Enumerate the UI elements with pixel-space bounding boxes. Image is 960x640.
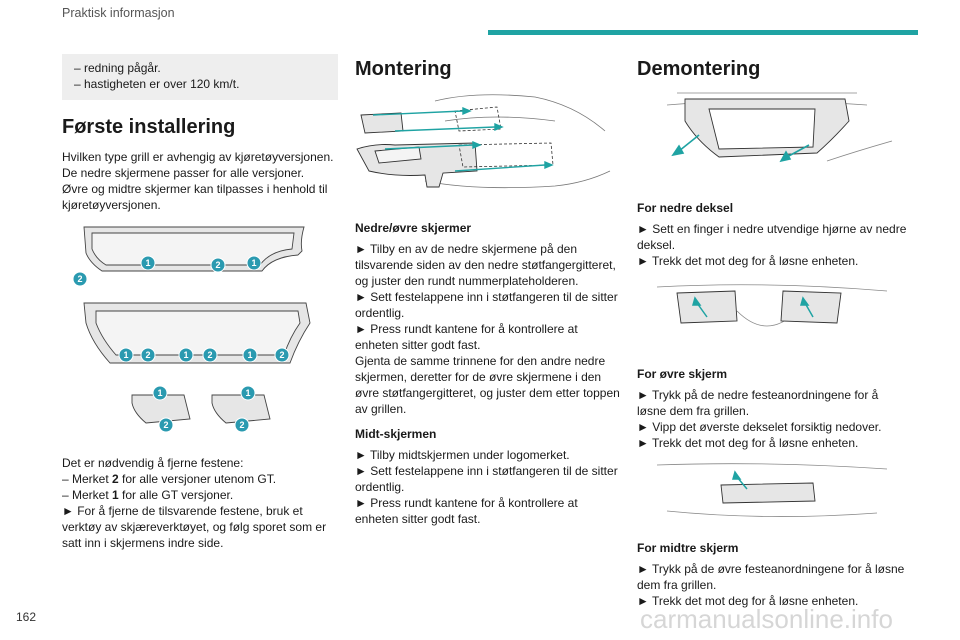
paragraph: ► Sett festelappene inn i støtfangeren t…	[355, 464, 618, 494]
upper-screen-figure	[656, 284, 888, 327]
marker-1: 1	[183, 350, 188, 360]
marker-1: 1	[123, 350, 128, 360]
paragraph: Hvilken type grill er avhengig av kjøret…	[62, 150, 334, 164]
section-header: Praktisk informasjon	[62, 6, 175, 20]
marker-2: 2	[145, 350, 150, 360]
paragraph: ► Trekk det mot deg for å løsne enheten.	[637, 594, 859, 608]
marker-1: 1	[145, 258, 150, 268]
paragraph: Øvre og midtre skjermer kan tilpasses i …	[62, 182, 328, 212]
info-box: – redning pågår. – hastigheten er over 1…	[62, 54, 338, 100]
paragraph: ► Trekk det mot deg for å løsne enheten.	[637, 436, 859, 450]
watermark: carmanualsonline.info	[640, 604, 893, 634]
marker-1: 1	[157, 388, 162, 398]
paragraph: ► Press rundt kantene for å kontrollere …	[355, 496, 578, 526]
mounting-figure	[356, 94, 611, 189]
paragraph: Det er nødvendig å fjerne festene:	[62, 456, 244, 470]
marker-2: 2	[163, 420, 168, 430]
grille-parts-figure: 2 1 2 1 1 2 1 2 1 2 1 2 1 2	[72, 226, 311, 433]
subheading: Nedre/øvre skjermer	[355, 221, 472, 235]
paragraph: ► Vipp det øverste dekselet forsiktig ne…	[637, 420, 882, 434]
subheading: For øvre skjerm	[637, 367, 728, 381]
subheading: For midtre skjerm	[637, 541, 739, 555]
paragraph: ► Trekk det mot deg for å løsne enheten.	[637, 254, 859, 268]
lower-cover-figure	[666, 92, 893, 163]
marker-2: 2	[77, 274, 82, 284]
subheading: For nedre deksel	[637, 201, 734, 215]
column-mounting: Montering Nedre/øvre skjermer ► Tilby en…	[355, 54, 623, 527]
subheading: Midt-skjermen	[355, 427, 437, 441]
paragraph: ► Sett festelappene inn i støtfangeren t…	[355, 290, 618, 320]
marker-2: 2	[215, 260, 220, 270]
column-dismounting: Demontering For nedre deksel ► Sett en f…	[637, 54, 907, 609]
column-first-install: – redning pågår. – hastigheten er over 1…	[62, 54, 338, 551]
paragraph: ► Trykk på de nedre festeanordningene fo…	[637, 388, 879, 418]
info-line: – hastigheten er over 120 km/t.	[74, 76, 240, 91]
section-title-first-install: Første installering	[62, 116, 236, 138]
paragraph: – Merket 1 for alle GT versjoner.	[62, 488, 234, 502]
marker-2: 2	[207, 350, 212, 360]
paragraph: – Merket 2 for alle versjoner utenom GT.	[62, 472, 277, 486]
marker-1: 1	[247, 350, 252, 360]
info-line: – redning pågår.	[74, 61, 161, 75]
paragraph: De nedre skjermene passer for alle versj…	[62, 166, 305, 180]
page-number: 162	[16, 610, 37, 624]
section-title-mounting: Montering	[355, 58, 452, 80]
paragraph: ► Trykk på de øvre festeanordningene for…	[637, 562, 905, 592]
marker-1: 1	[251, 258, 256, 268]
middle-screen-figure	[656, 463, 888, 517]
marker-2: 2	[239, 420, 244, 430]
paragraph: Gjenta de samme trinnene for den andre n…	[355, 354, 620, 416]
paragraph: ► Tilby en av de nedre skjermene på den …	[355, 242, 616, 288]
marker-1: 1	[245, 388, 250, 398]
paragraph: ► For å fjerne de tilsvarende festene, b…	[62, 504, 327, 550]
paragraph: ► Press rundt kantene for å kontrollere …	[355, 322, 578, 352]
marker-2: 2	[279, 350, 284, 360]
paragraph: ► Tilby midtskjermen under logomerket.	[355, 448, 570, 462]
section-title-dismounting: Demontering	[637, 58, 761, 80]
header-accent-bar	[488, 30, 918, 35]
paragraph: ► Sett en finger i nedre utvendige hjørn…	[637, 222, 907, 252]
